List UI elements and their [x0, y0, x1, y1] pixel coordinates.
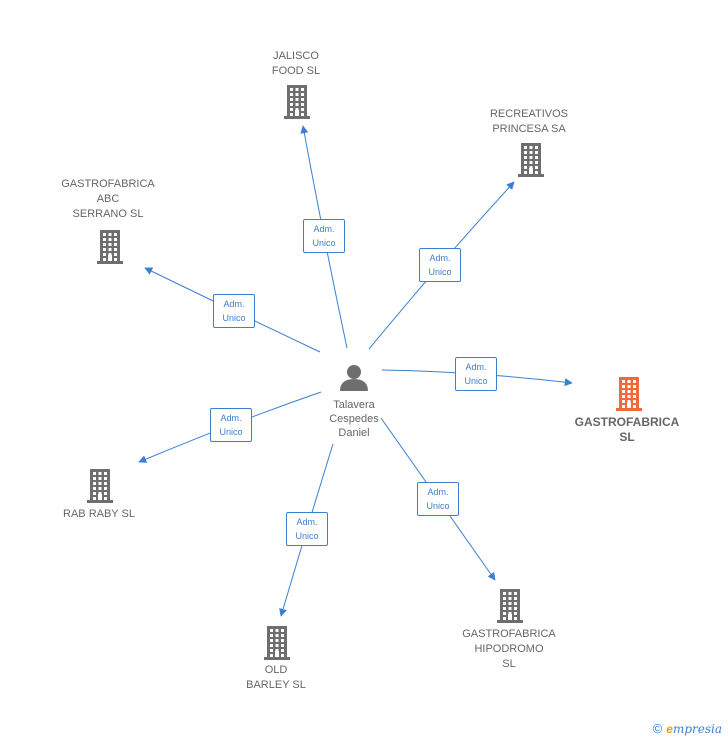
company-label-recreativos[interactable]: RECREATIVOS PRINCESA SA — [489, 108, 569, 135]
building-icon-hipodromo — [497, 589, 523, 623]
edge-label-gastrofabrica[interactable]: Adm. Unico — [455, 357, 497, 391]
company-label-gastrofabrica[interactable]: GASTROFABRICA SL — [574, 415, 680, 444]
brand-logo-e: e — [666, 721, 673, 736]
company-label-jalisco[interactable]: JALISCO FOOD SL — [271, 50, 321, 77]
brand-logo: empresia — [666, 722, 722, 736]
icons-layer — [87, 85, 642, 660]
person-label[interactable]: Talavera Cespedes Daniel — [329, 399, 379, 439]
footer-brand[interactable]: © empresia — [653, 721, 722, 736]
company-label-abc[interactable]: GASTROFABRICA ABC SERRANO SL — [61, 178, 155, 220]
building-icon-recreativos — [518, 143, 544, 177]
company-label-oldbarley[interactable]: OLD BARLEY SL — [246, 664, 306, 691]
edge-label-rabraby[interactable]: Adm. Unico — [210, 408, 252, 442]
edge-label-oldbarley[interactable]: Adm. Unico — [286, 512, 328, 546]
edge-label-recreativos[interactable]: Adm. Unico — [419, 248, 461, 282]
company-label-rabraby[interactable]: RAB RABY SL — [63, 508, 135, 520]
building-icon-gastrofabrica — [616, 377, 642, 411]
edge-label-hipodromo[interactable]: Adm. Unico — [417, 482, 459, 516]
company-label-hipodromo[interactable]: GASTROFABRICA HIPODROMO SL — [462, 628, 556, 670]
edge-label-jalisco[interactable]: Adm. Unico — [303, 219, 345, 253]
building-icon-rabraby — [87, 469, 113, 503]
building-icon-oldbarley — [264, 626, 290, 660]
edge-label-abc[interactable]: Adm. Unico — [213, 294, 255, 328]
building-icon-abc — [97, 230, 123, 264]
building-icon-jalisco — [284, 85, 310, 119]
person-icon[interactable] — [340, 365, 368, 391]
brand-logo-text: mpresia — [672, 721, 722, 736]
copyright-symbol: © — [652, 721, 663, 736]
